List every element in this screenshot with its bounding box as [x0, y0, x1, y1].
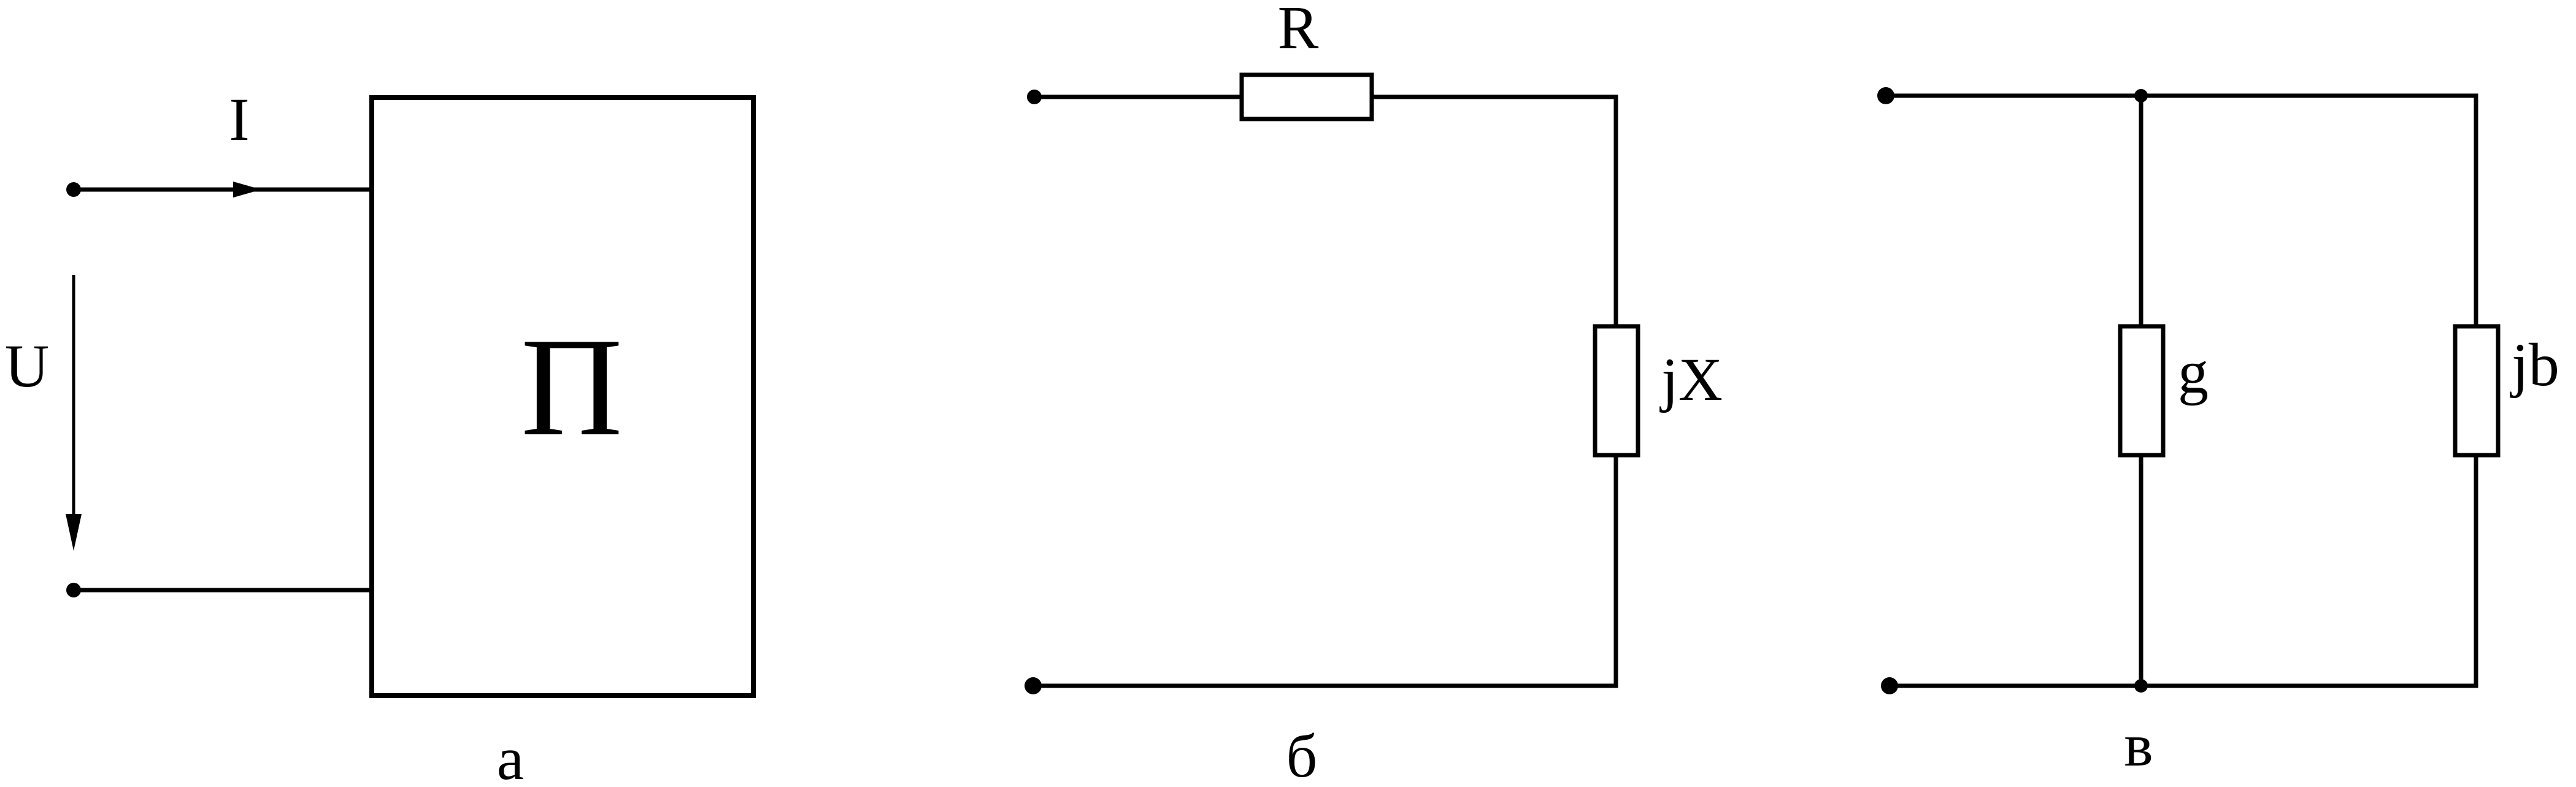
terminal-top-a: [66, 182, 81, 197]
terminal-top-c: [1877, 87, 1894, 104]
susceptance-jb: [2453, 324, 2501, 458]
junction-top: [2134, 89, 2148, 102]
top-wire-right: [1369, 94, 1618, 329]
resistor-r: [1239, 72, 1374, 121]
reactance-label: jX: [1659, 345, 1723, 413]
reactance-jx: [1593, 324, 1640, 458]
current-label: I: [229, 85, 249, 153]
network-label: П: [521, 309, 623, 465]
susceptance-label: jb: [2510, 331, 2559, 399]
network-block: [369, 95, 756, 698]
terminal-bottom-a: [66, 583, 81, 597]
bottom-wire: [1031, 453, 1618, 688]
conductance-label: g: [2178, 338, 2209, 406]
caption-c: в: [2124, 711, 2153, 779]
current-arrowhead-icon: [233, 182, 261, 198]
terminal-bottom-c: [1881, 677, 1898, 694]
terminal-top-b: [1027, 90, 1042, 104]
voltage-label: U: [5, 332, 49, 400]
junction-bottom: [2134, 679, 2148, 693]
diagram-c: g jb в: [1877, 87, 2559, 779]
resistor-label: R: [1278, 0, 1319, 61]
top-wire-c: [1883, 93, 2478, 329]
diagram-b: R jX б: [1025, 0, 1723, 787]
caption-a: а: [497, 724, 524, 787]
caption-b: б: [1286, 722, 1318, 787]
diagram-a: I U П а: [5, 85, 756, 787]
bottom-wire-c: [1887, 453, 2478, 688]
conductance-g: [2118, 324, 2166, 458]
voltage-arrowhead-icon: [66, 514, 82, 551]
terminal-bottom-b: [1025, 677, 1042, 694]
